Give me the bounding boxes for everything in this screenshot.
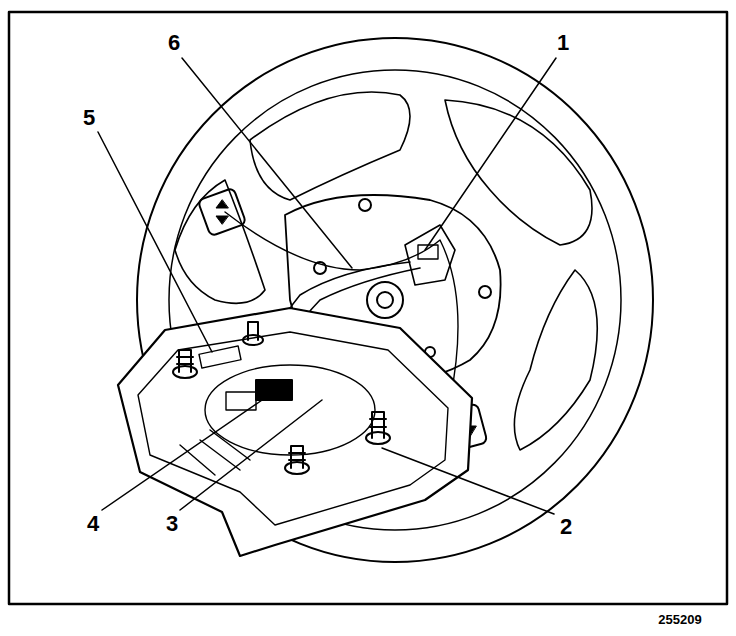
stud (366, 412, 390, 444)
stud (243, 322, 263, 345)
wheel-opening (514, 270, 597, 450)
hub-nut (377, 292, 393, 308)
stud (173, 350, 197, 378)
switch-arrows (216, 200, 228, 224)
airbag-module (118, 308, 472, 556)
figure-number: 255209 (656, 613, 703, 627)
frame (9, 12, 727, 604)
stud (285, 446, 309, 474)
wheel-opening (175, 180, 265, 303)
module-cover (205, 365, 375, 455)
hub-nut (367, 282, 403, 318)
callout-number: 6 (166, 31, 182, 55)
module-connector (256, 380, 292, 400)
callout-number: 4 (85, 512, 101, 536)
module-label (199, 346, 241, 368)
module-inner-rim (138, 332, 448, 525)
connector (405, 225, 455, 285)
callout-number: 2 (558, 515, 574, 539)
callout-number: 5 (81, 106, 97, 130)
module-rib (180, 430, 250, 475)
leader-line (98, 58, 556, 514)
switch-button (198, 188, 247, 237)
bolt (479, 286, 491, 298)
wheel-opening (445, 100, 592, 245)
bolt (359, 199, 371, 211)
callout-number: 1 (555, 31, 571, 55)
callout-number: 3 (164, 512, 180, 536)
wheel-opening (250, 92, 410, 200)
